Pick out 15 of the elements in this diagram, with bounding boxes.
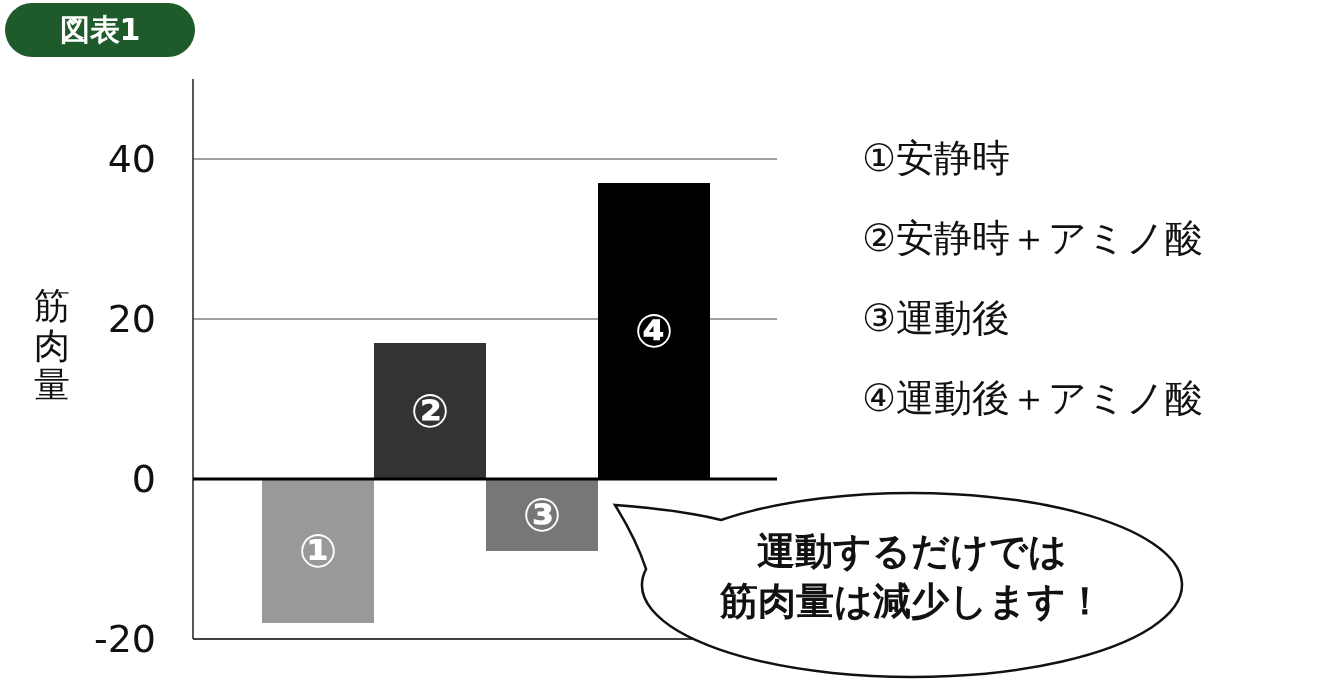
bar-label: ④ <box>634 304 674 358</box>
axis-tick-label: 0 <box>131 457 156 501</box>
key-label: ②安静時＋アミノ酸 <box>862 215 1204 262</box>
bubble-text: 運動するだけでは筋肉量は減少します！ <box>719 528 1105 625</box>
bar-label: ③ <box>522 488 562 542</box>
axis-tick-label: 20 <box>107 297 156 341</box>
axis-tick-label: 40 <box>107 137 156 181</box>
key-label: ①安静時 <box>862 135 1011 182</box>
key-label: ④運動後＋アミノ酸 <box>862 375 1204 422</box>
bar-label: ② <box>410 384 450 438</box>
key-label: ③運動後 <box>862 295 1011 342</box>
bar-label: ① <box>298 524 338 578</box>
axis-tick-label: -20 <box>93 617 156 661</box>
title-badge: 図表1 <box>5 3 195 57</box>
axis-title: 筋肉量 <box>34 286 70 405</box>
